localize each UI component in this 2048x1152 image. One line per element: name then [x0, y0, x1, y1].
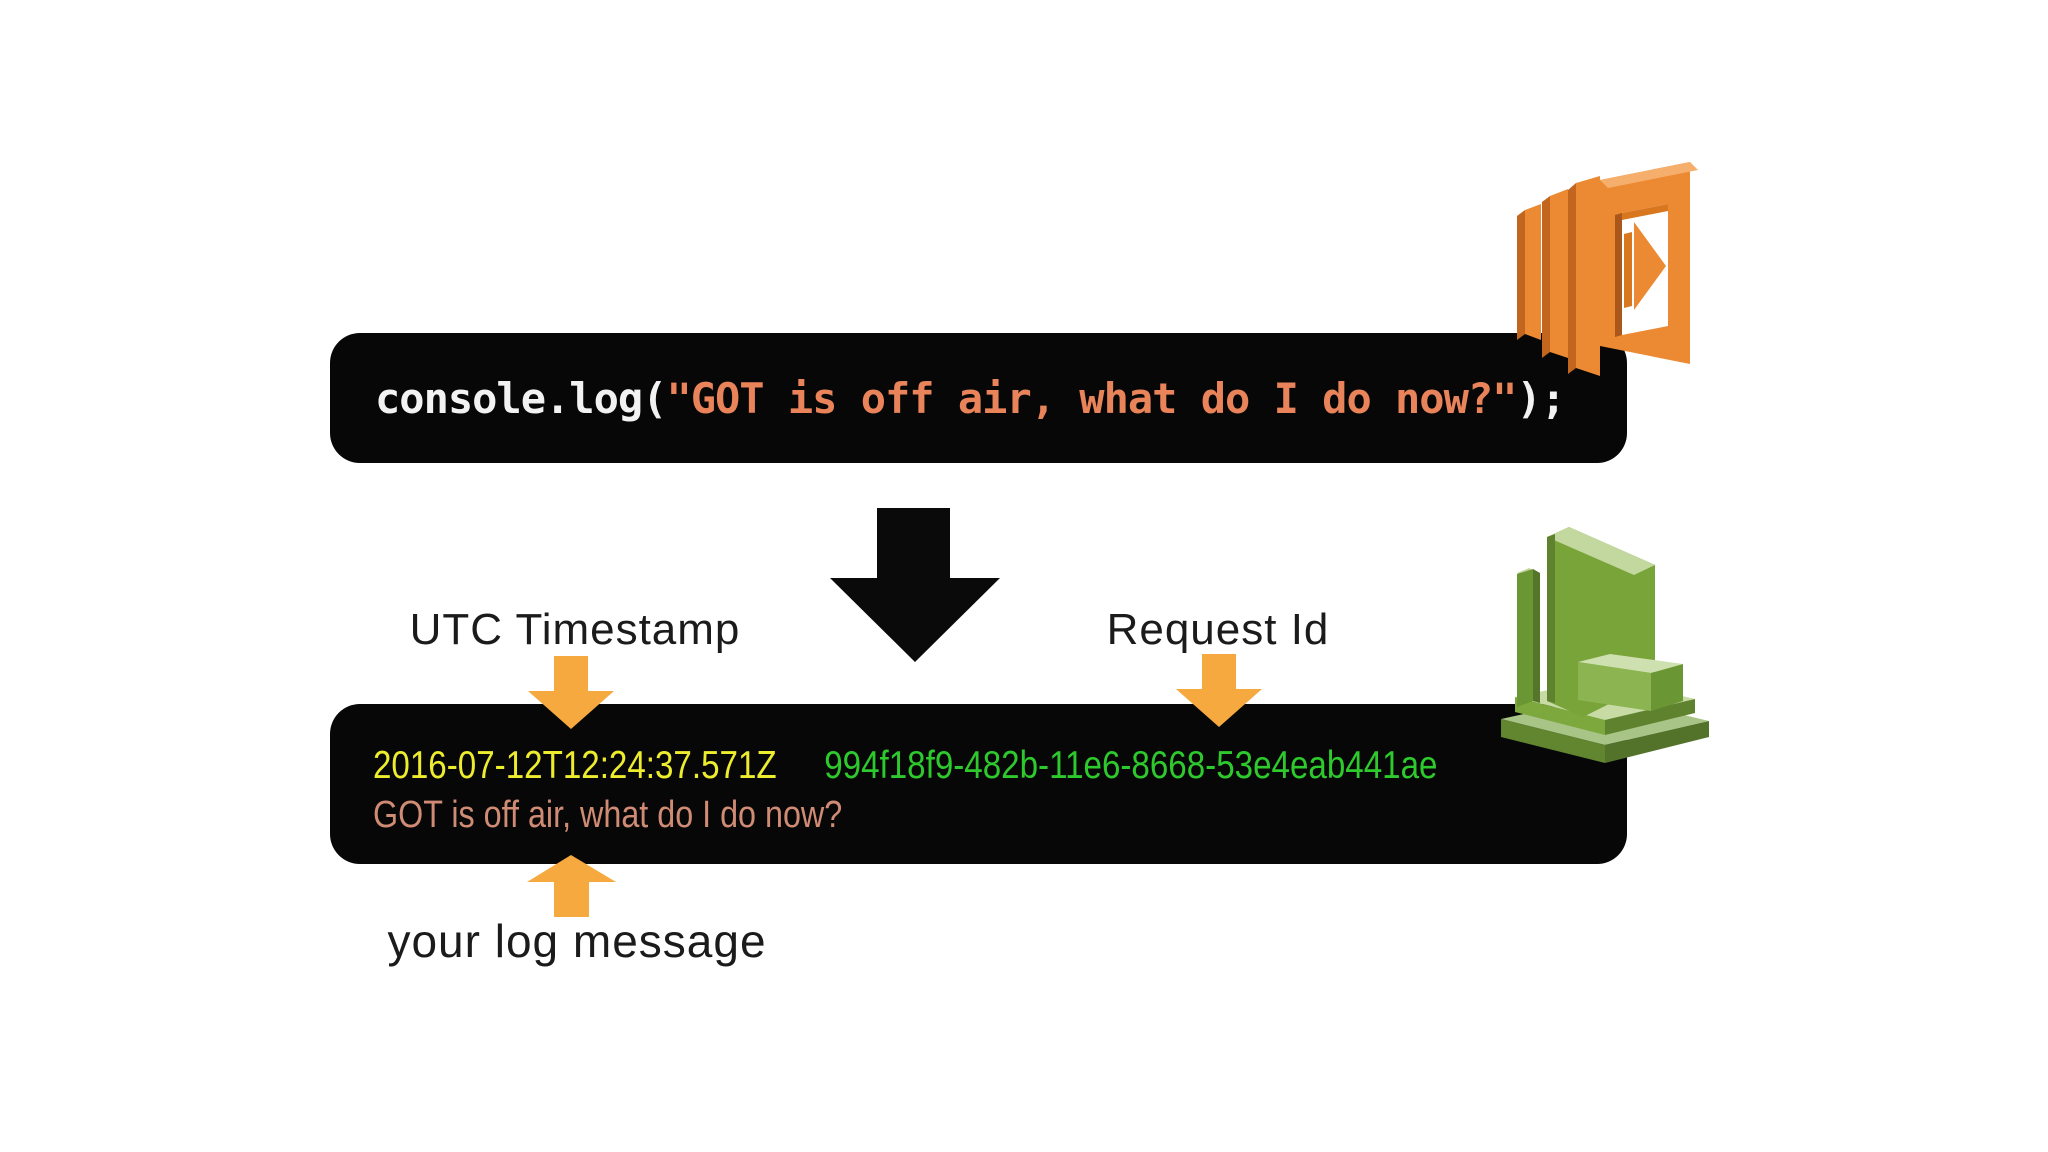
flow-down-arrow-icon — [830, 508, 1000, 662]
log-line-1: 2016-07-12T12:24:37.571Z 994f18f9-482b-11… — [373, 744, 1437, 788]
utc-pointer-arrow-icon — [528, 656, 614, 729]
request-id-pointer-arrow-icon — [1176, 654, 1262, 727]
log-request-id: 994f18f9-482b-11e6-8668-53e4eab441ae — [824, 744, 1438, 787]
code-line: console.log("GOT is off air, what do I d… — [330, 373, 1566, 423]
code-prefix: console.log( — [375, 373, 667, 423]
utc-timestamp-label: UTC Timestamp — [409, 605, 741, 654]
code-suffix: ); — [1516, 373, 1566, 423]
cloudwatch-log-box: 2016-07-12T12:24:37.571Z 994f18f9-482b-11… — [330, 704, 1627, 864]
aws-cloudwatch-icon — [1497, 521, 1712, 769]
code-string-literal: "GOT is off air, what do I do now?" — [666, 373, 1517, 423]
log-line-2: GOT is off air, what do I do now? — [373, 794, 842, 837]
code-snippet-box: console.log("GOT is off air, what do I d… — [330, 333, 1627, 463]
log-message-pointer-arrow-icon — [527, 855, 616, 917]
log-timestamp: 2016-07-12T12:24:37.571Z — [373, 744, 777, 787]
aws-lambda-icon — [1512, 158, 1702, 383]
request-id-label: Request Id — [1106, 605, 1330, 654]
your-log-message-label: your log message — [387, 915, 767, 967]
log-message-text: GOT is off air, what do I do now? — [373, 794, 843, 836]
